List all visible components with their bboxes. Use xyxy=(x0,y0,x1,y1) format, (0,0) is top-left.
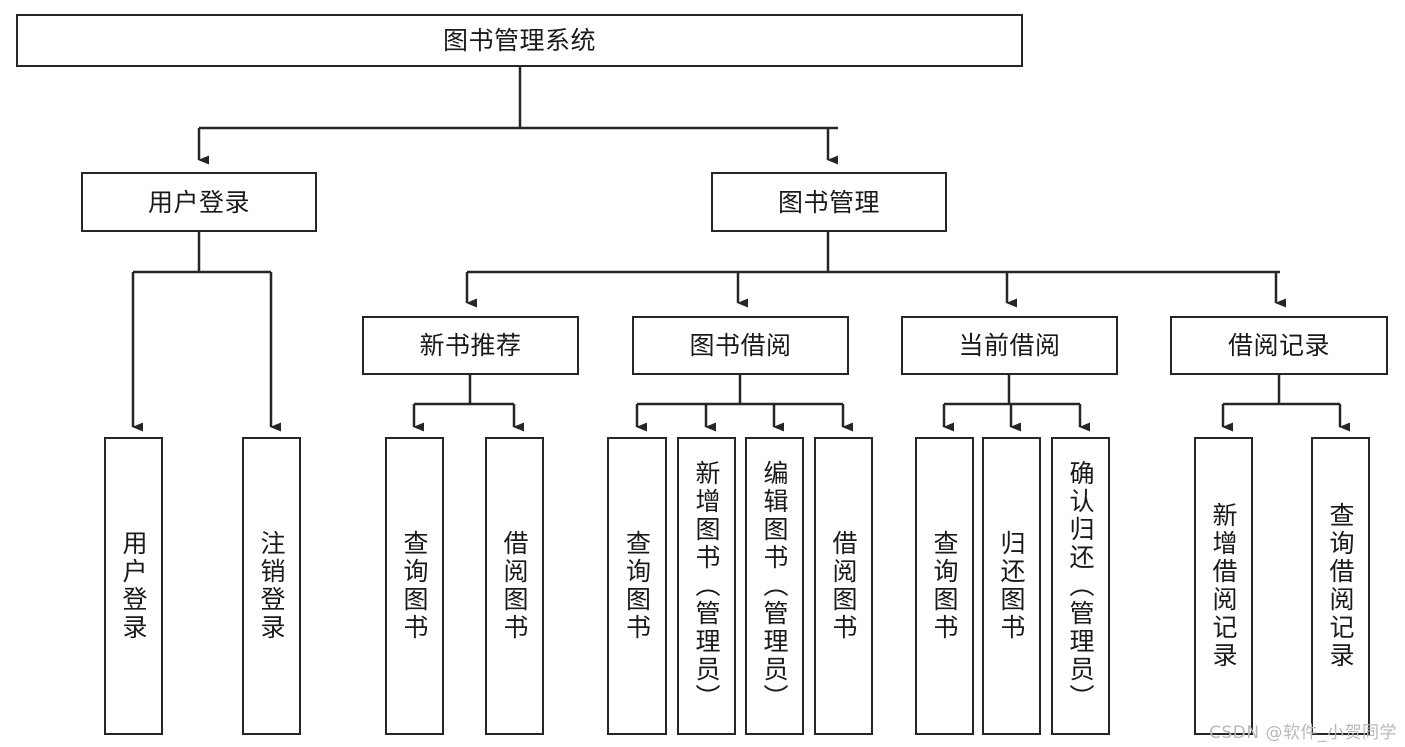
node-leaf-query-book-1[interactable]: 查询图书 xyxy=(385,437,444,735)
node-book-borrow-label: 图书借阅 xyxy=(689,331,792,360)
node-leaf-query-book-1-label: 查询图书 xyxy=(400,530,429,642)
node-root-label: 图书管理系统 xyxy=(442,26,596,55)
node-user-login-label: 用户登录 xyxy=(147,187,250,217)
node-leaf-add-borrow-record-label: 新增借阅记录 xyxy=(1209,502,1238,670)
watermark-text: CSDN @软件_小贺同学 xyxy=(1209,723,1397,743)
node-book-management-label: 图书管理 xyxy=(777,187,880,217)
node-user-login[interactable]: 用户登录 xyxy=(81,172,317,232)
node-leaf-query-borrow-record[interactable]: 查询借阅记录 xyxy=(1311,437,1370,735)
node-leaf-edit-book[interactable]: 编辑图书（管理员） xyxy=(745,437,804,735)
node-leaf-edit-book-label: 编辑图书（管理员） xyxy=(760,460,789,712)
node-leaf-confirm-return-label: 确认归还（管理员） xyxy=(1066,460,1095,712)
node-book-borrow[interactable]: 图书借阅 xyxy=(632,316,849,375)
node-leaf-borrow-book-1-label: 借阅图书 xyxy=(500,530,529,642)
node-leaf-borrow-book-1[interactable]: 借阅图书 xyxy=(485,437,544,735)
node-leaf-return-book-label: 归还图书 xyxy=(997,530,1026,642)
node-leaf-borrow-book-2[interactable]: 借阅图书 xyxy=(814,437,873,735)
node-leaf-user-login[interactable]: 用户登录 xyxy=(104,437,163,735)
node-leaf-logout-login[interactable]: 注销登录 xyxy=(242,437,301,735)
node-leaf-add-book[interactable]: 新增图书（管理员） xyxy=(677,437,736,735)
node-leaf-query-book-2[interactable]: 查询图书 xyxy=(607,437,667,735)
node-leaf-query-book-3[interactable]: 查询图书 xyxy=(915,437,974,735)
node-leaf-borrow-book-2-label: 借阅图书 xyxy=(829,530,858,642)
node-leaf-add-borrow-record[interactable]: 新增借阅记录 xyxy=(1194,437,1253,735)
node-borrow-record-label: 借阅记录 xyxy=(1227,331,1330,360)
node-leaf-return-book[interactable]: 归还图书 xyxy=(982,437,1041,735)
node-leaf-logout-login-label: 注销登录 xyxy=(257,530,286,642)
node-leaf-query-book-2-label: 查询图书 xyxy=(622,530,652,642)
node-leaf-query-book-3-label: 查询图书 xyxy=(930,530,959,642)
node-book-management[interactable]: 图书管理 xyxy=(711,172,947,232)
node-current-borrow-label: 当前借阅 xyxy=(958,331,1061,360)
node-leaf-add-book-label: 新增图书（管理员） xyxy=(692,460,721,712)
node-new-book-recommend[interactable]: 新书推荐 xyxy=(362,316,579,375)
node-borrow-record[interactable]: 借阅记录 xyxy=(1170,316,1388,375)
node-leaf-query-borrow-record-label: 查询借阅记录 xyxy=(1326,502,1355,670)
node-new-book-recommend-label: 新书推荐 xyxy=(419,331,522,360)
node-leaf-confirm-return[interactable]: 确认归还（管理员） xyxy=(1051,437,1110,735)
node-leaf-user-login-label: 用户登录 xyxy=(119,530,148,642)
node-root[interactable]: 图书管理系统 xyxy=(16,14,1023,67)
node-current-borrow[interactable]: 当前借阅 xyxy=(901,316,1118,375)
